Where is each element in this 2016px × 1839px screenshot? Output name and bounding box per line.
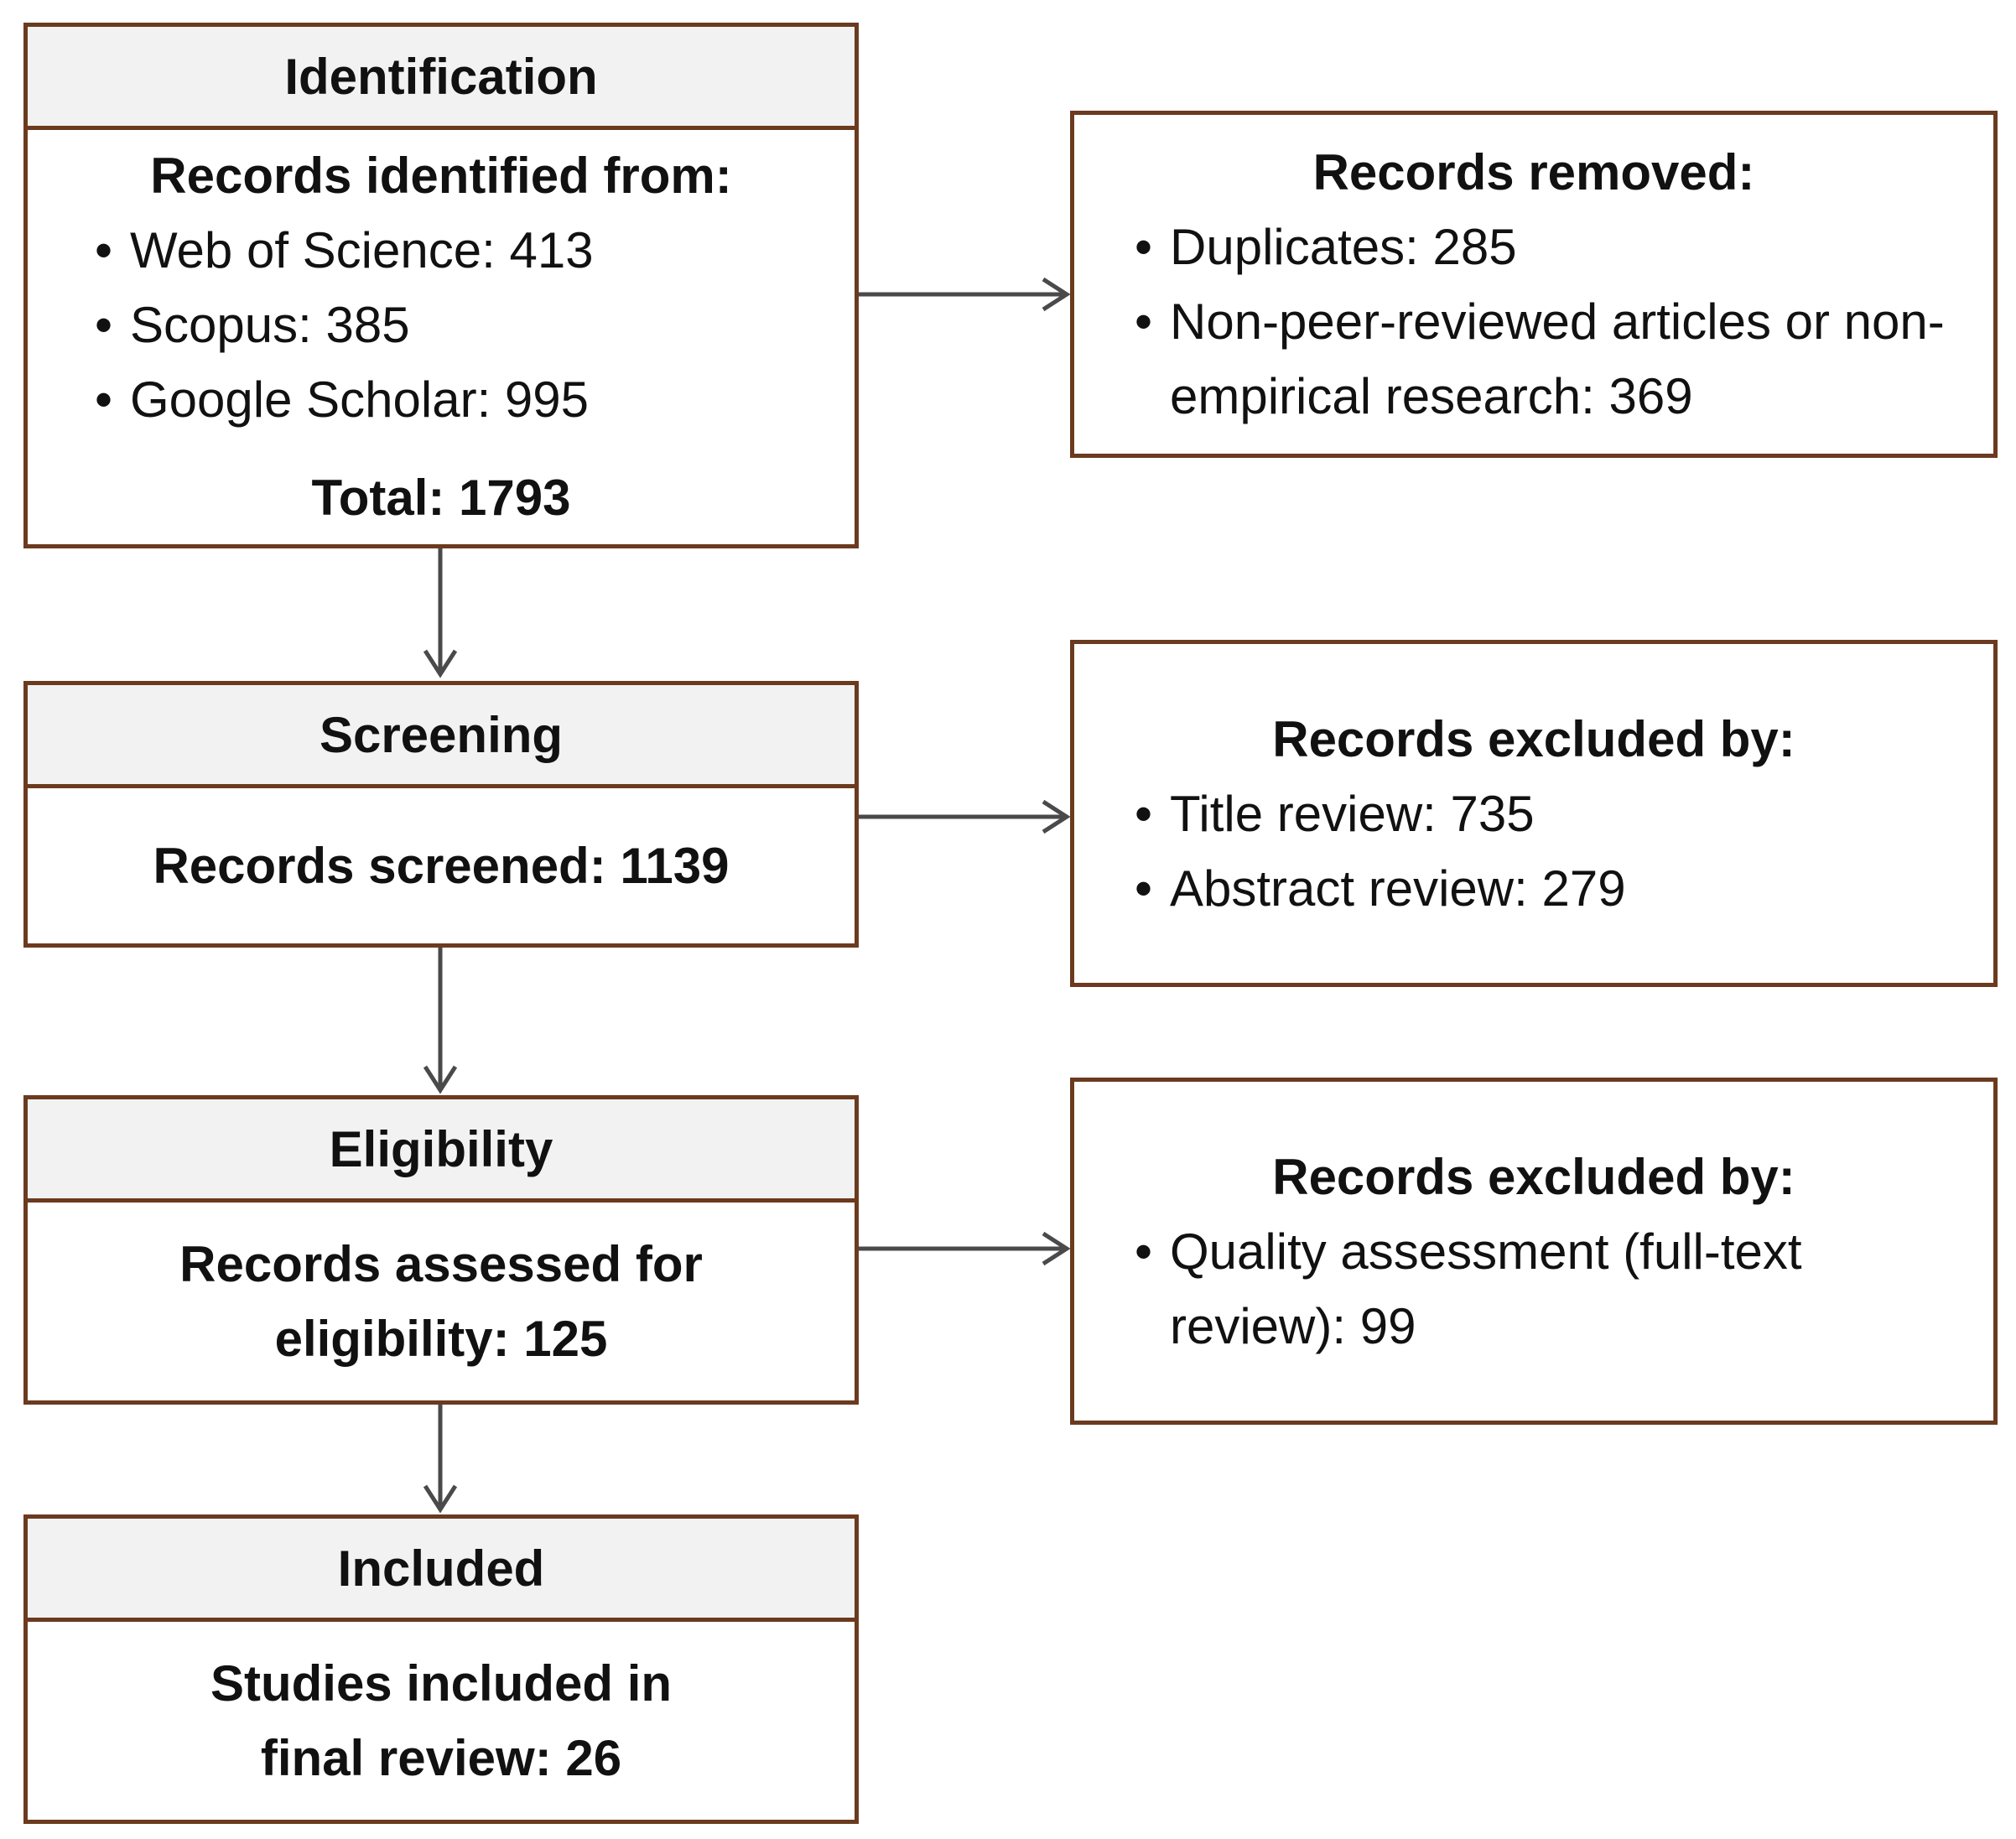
identification-header: Identification [28,27,855,130]
screening-box: Screening Records screened: 1139 [23,681,859,948]
source-item-google-scholar: Google Scholar: 995 [85,362,855,437]
arrowhead-identification-to-screening [423,649,458,678]
records-assessed: Records assessed for eligibility: 125 [28,1203,855,1400]
arrowhead-screening-to-eligibility [423,1065,458,1094]
eligibility-excluded-title: Records excluded by: [1272,1148,1795,1205]
excluded-item-title-review: Title review: 735 [1125,777,1968,851]
screening-header: Screening [28,685,855,788]
studies-included-text: Studies included in final review: 26 [210,1655,673,1786]
arrowhead-identification-to-removed [1042,277,1071,312]
removed-item-non-peer-reviewed: Non-peer-reviewed articles or non-empiri… [1125,284,1968,434]
arrowhead-eligibility-to-excluded [1042,1231,1071,1266]
records-screened: Records screened: 1139 [28,788,855,943]
removed-item-duplicates: Duplicates: 285 [1125,210,1968,284]
excluded-item-abstract-review: Abstract review: 279 [1125,851,1968,926]
identification-body: Records identified from: Web of Science:… [28,130,855,535]
source-item-scopus: Scopus: 385 [85,288,855,362]
included-header: Included [28,1519,855,1622]
eligibility-header: Eligibility [28,1099,855,1203]
source-item-web-of-science: Web of Science: 413 [85,213,855,288]
studies-included: Studies included in final review: 26 [28,1622,855,1820]
included-box: Included Studies included in final revie… [23,1514,859,1824]
excluded-item-quality-assessment: Quality assessment (full-text review): 9… [1125,1214,1968,1364]
records-removed-title: Records removed: [1312,144,1755,200]
records-assessed-text: Records assessed for eligibility: 125 [179,1236,703,1367]
arrowhead-eligibility-to-included [423,1484,458,1514]
records-identified-lead: Records identified from: [150,148,732,204]
eligibility-excluded-box: Records excluded by: Quality assessment … [1070,1078,1998,1425]
eligibility-box: Eligibility Records assessed for eligibi… [23,1095,859,1405]
identification-total: Total: 1793 [311,470,571,526]
arrowhead-screening-to-excluded [1042,799,1071,834]
screening-excluded-list: Title review: 735 Abstract review: 279 [1125,777,1968,926]
records-removed-box: Records removed: Duplicates: 285 Non-pee… [1070,111,1998,458]
identification-source-list: Web of Science: 413 Scopus: 385 Google S… [85,213,855,437]
screening-excluded-box: Records excluded by: Title review: 735 A… [1070,640,1998,987]
screening-excluded-title: Records excluded by: [1272,710,1795,767]
records-removed-list: Duplicates: 285 Non-peer-reviewed articl… [1125,210,1968,434]
eligibility-excluded-list: Quality assessment (full-text review): 9… [1125,1214,1968,1364]
identification-box: Identification Records identified from: … [23,23,859,548]
records-screened-text: Records screened: 1139 [153,838,730,894]
